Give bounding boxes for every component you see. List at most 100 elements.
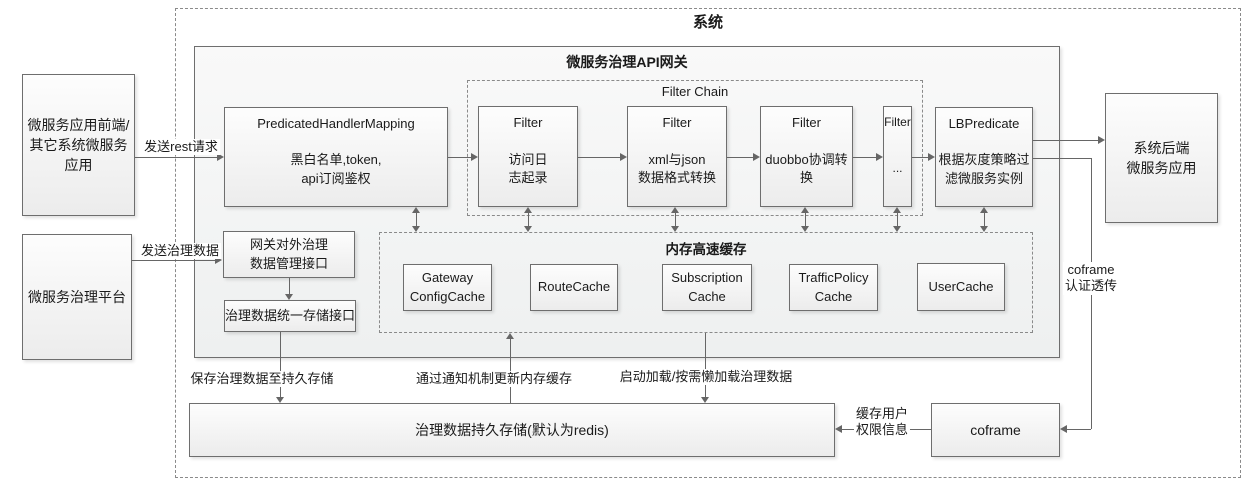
phm-title: PredicatedHandlerMapping xyxy=(257,116,415,131)
edge-coframe-store-arrowhead xyxy=(835,425,842,433)
edge-lbp-cache-arrowhead-down xyxy=(980,226,988,232)
gov-data-store-interface-box: 治理数据统一存储接口 xyxy=(224,300,356,332)
frontend-apps-box: 微服务应用前端/ 其它系统微服务 应用 xyxy=(22,74,135,216)
edge-lazy-load-label: 启动加载/按需懒加载治理数据 xyxy=(617,369,795,386)
edge-filter4-cache-arrowhead-down xyxy=(893,226,901,232)
subscription-cache-label-line2: Cache xyxy=(688,288,726,304)
governance-platform-label: 微服务治理平台 xyxy=(28,288,126,305)
edge-filter4-cache-line xyxy=(897,213,898,226)
edge-coframe-auth-label: coframe 认证透传 xyxy=(1062,262,1120,295)
edge-phm-filter1-line xyxy=(448,157,471,158)
traffic-policy-cache-box: TrafficPolicy Cache xyxy=(789,264,878,311)
governance-platform-box: 微服务治理平台 xyxy=(22,234,132,360)
edge-lazy-load-arrowhead xyxy=(701,397,709,403)
filter-chain-title: Filter Chain xyxy=(661,84,729,99)
edge-send-gov-data-line xyxy=(132,260,215,261)
edge-send-gov-data-label: 发送治理数据 xyxy=(138,243,222,260)
edge-filter1-filter2-arrowhead xyxy=(620,153,627,161)
edge-phm-cache-arrowhead-down xyxy=(412,226,420,232)
persistent-store-box: 治理数据持久存储(默认为redis) xyxy=(189,403,835,457)
backend-apps-label-line2: 微服务应用 xyxy=(1126,160,1197,176)
filter1-label-line1: 访问日 xyxy=(508,151,548,167)
traffic-policy-cache-label-line2: Cache xyxy=(814,288,853,304)
edge-notify-cache-label: 通过通知机制更新内存缓存 xyxy=(413,371,575,388)
edge-filter2-cache-arrowhead-down xyxy=(671,226,679,232)
edge-lazy-load-line xyxy=(705,333,706,397)
filter-chain-group xyxy=(467,80,923,216)
memory-cache-group xyxy=(379,232,1033,333)
edge-filter3-cache-arrowhead-up xyxy=(801,207,809,213)
traffic-policy-cache-label-line1: TrafficPolicy xyxy=(798,269,869,285)
filter2-box: Filter xml与json 数据格式转换 xyxy=(627,106,727,207)
edge-send-rest-arrowhead xyxy=(217,153,224,161)
gov-data-mgmt-label-line2: 数据管理接口 xyxy=(249,255,328,271)
edge-filter1-cache-arrowhead-up xyxy=(524,207,532,213)
coframe-box: coframe xyxy=(931,403,1060,457)
filter1-label-line2: 志起录 xyxy=(508,170,548,186)
filter1-title: Filter xyxy=(513,115,543,130)
edge-filter3-cache-arrowhead-down xyxy=(801,226,809,232)
frontend-apps-label-line1: 微服务应用前端/ xyxy=(27,116,130,133)
edge-filter4-cache-arrowhead-up xyxy=(893,207,901,213)
edge-filter2-cache-arrowhead-up xyxy=(671,207,679,213)
edge-coframe-auth-line-h2 xyxy=(1067,429,1091,430)
edge-coframe-store-label-line1: 缓存用户 xyxy=(855,406,909,421)
edge-coframe-store-label-line2: 权限信息 xyxy=(855,422,909,438)
edge-mgmt-storeif-line xyxy=(289,278,290,294)
edge-filter4-lbp-arrowhead xyxy=(928,153,935,161)
gateway-config-cache-label-line2: ConfigCache xyxy=(409,288,486,304)
route-cache-box: RouteCache xyxy=(530,264,618,311)
edge-coframe-store-label: 缓存用户 权限信息 xyxy=(853,406,911,439)
filter4-box: Filter ... xyxy=(883,106,912,207)
memory-cache-title: 内存高速缓存 xyxy=(665,242,747,257)
edge-lbp-backend-arrowhead xyxy=(1098,136,1105,144)
filter3-label-line2: 换 xyxy=(799,170,813,186)
edge-phm-cache-arrowhead-up xyxy=(412,207,420,213)
gov-data-mgmt-label-line1: 网关对外治理 xyxy=(249,236,328,252)
filter2-label-line1: xml与json xyxy=(648,151,706,167)
frontend-apps-label-line3: 应用 xyxy=(64,157,93,174)
lbpredicate-label-line2: 滤微服务实例 xyxy=(944,170,1023,186)
lbpredicate-title: LBPredicate xyxy=(948,116,1020,131)
edge-filter3-filter4-arrowhead xyxy=(876,153,883,161)
edge-storeif-store-line xyxy=(280,332,281,397)
persistent-store-label: 治理数据持久存储(默认为redis) xyxy=(415,421,609,438)
gov-data-store-interface-label: 治理数据统一存储接口 xyxy=(225,307,356,323)
edge-filter1-cache-arrowhead-down xyxy=(524,226,532,232)
edge-lbp-cache-line xyxy=(984,213,985,226)
user-cache-box: UserCache xyxy=(917,263,1005,311)
edge-storeif-store-arrowhead xyxy=(276,397,284,403)
edge-filter4-lbp-line xyxy=(912,157,928,158)
edge-notify-cache-arrowhead xyxy=(506,333,514,339)
edge-filter3-cache-line xyxy=(805,213,806,226)
edge-coframe-auth-label-line2: 认证透传 xyxy=(1064,278,1118,294)
system-title: 系统 xyxy=(692,14,723,31)
edge-filter2-cache-line xyxy=(675,213,676,226)
edge-send-gov-data-arrowhead xyxy=(215,256,222,264)
edge-coframe-auth-label-line1: coframe xyxy=(1067,262,1115,277)
phm-label-line2: api订阅鉴权 xyxy=(301,170,371,186)
coframe-label: coframe xyxy=(970,421,1021,438)
edge-phm-cache-line xyxy=(416,213,417,226)
filter4-title: Filter xyxy=(884,115,911,129)
edge-lbp-backend-line xyxy=(1033,140,1098,141)
edge-filter2-filter3-line xyxy=(727,157,753,158)
edge-mgmt-storeif-arrowhead xyxy=(285,294,293,300)
edge-filter2-filter3-arrowhead xyxy=(753,153,760,161)
gateway-config-cache-box: Gateway ConfigCache xyxy=(403,264,492,311)
gov-data-mgmt-interface-box: 网关对外治理 数据管理接口 xyxy=(223,231,355,278)
filter3-title: Filter xyxy=(792,115,821,130)
edge-send-rest-label: 发送rest请求 xyxy=(142,139,220,156)
filter3-label-line1: duobbo协调转 xyxy=(765,151,848,167)
edge-coframe-auth-arrowhead xyxy=(1060,425,1067,433)
gateway-title: 微服务治理API网关 xyxy=(566,54,688,70)
predicated-handler-mapping-box: PredicatedHandlerMapping 黑白名单,token, api… xyxy=(224,107,448,207)
filter3-box: Filter duobbo协调转 换 xyxy=(760,106,853,207)
phm-label-line1: 黑白名单,token, xyxy=(290,152,382,168)
lbpredicate-label-line1: 根据灰度策略过 xyxy=(938,152,1030,168)
subscription-cache-box: Subscription Cache xyxy=(662,264,752,311)
edge-coframe-auth-line-h1 xyxy=(1033,158,1091,159)
edge-lbp-cache-arrowhead-up xyxy=(980,207,988,213)
filter4-label-line1: ... xyxy=(892,161,903,175)
